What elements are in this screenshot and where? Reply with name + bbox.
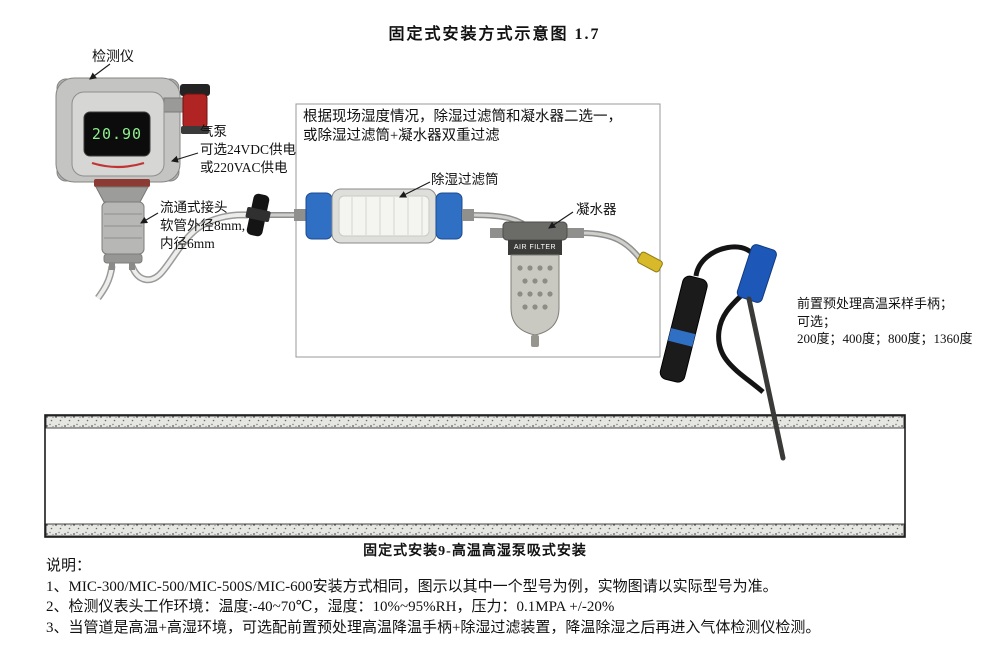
water-trap-label: 凝水器	[576, 202, 617, 217]
pump-label-line: 可选24VDC供电	[200, 142, 297, 157]
humidity-note-line: 或除湿过滤筒+凝水器双重过滤	[303, 128, 500, 144]
handle-label-line: 前置预处理高温采样手柄；	[797, 296, 954, 311]
detector-label: 检测仪	[92, 50, 134, 65]
note-item: 1、MIC-300/MIC-500/MIC-500S/MIC-600安装方式相同…	[46, 578, 778, 595]
pump-label-line: 气泵	[200, 124, 227, 139]
connector-label-line: 流通式接头	[160, 200, 228, 215]
notes-section: 说明： 1、MIC-300/MIC-500/MIC-500S/MIC-600安装…	[46, 556, 820, 638]
figure-caption: 固定式安装9-高温高湿泵吸式安装	[363, 544, 587, 559]
handle-label-line: 200度；400度；800度；1360度	[797, 331, 973, 346]
water-trap-brand-text: AIR FILTER	[513, 244, 557, 251]
notes-heading: 说明：	[46, 558, 92, 574]
note-item: 2、检测仪表头工作环境：温度:-40~70℃，湿度：10%~95%RH，压力：0…	[46, 599, 615, 615]
dehumidifier-filter	[294, 188, 474, 244]
handle-label: 前置预处理高温采样手柄； 可选； 200度；400度；800度；1360度	[797, 295, 973, 348]
handle-label-line: 可选；	[797, 313, 837, 329]
gas-detector	[55, 77, 210, 270]
page-title: 固定式安装方式示意图 1.7	[388, 26, 601, 43]
trap-vent-holes	[517, 265, 553, 310]
inline-connector	[245, 193, 271, 237]
filter-label: 除湿过滤筒	[431, 172, 499, 187]
sensor-housing	[101, 201, 145, 270]
pump-label-line: 或220VAC供电	[200, 160, 288, 175]
connector-label: 流通式接头 软管外径8mm, 内径6mm	[160, 199, 245, 253]
connector-label-line: 软管外径8mm,	[160, 218, 246, 233]
detector-display-value: 20.90	[91, 125, 143, 143]
filter-options-box	[295, 103, 661, 358]
sampling-handle	[637, 244, 786, 461]
humidity-note-line: 根据现场湿度情况，除湿过滤筒和凝水器二选一，	[303, 109, 622, 125]
pipe-duct	[44, 414, 906, 538]
leader-arrows	[89, 63, 574, 229]
note-item: 3、当管道是高温+高湿环境，可选配前置预处理高温降温手柄+除湿过滤装置，降温除湿…	[46, 619, 821, 636]
water-trap	[490, 221, 584, 347]
sampling-probe	[746, 296, 786, 461]
connector-label-line: 内径6mm	[160, 236, 215, 251]
alarm-beacon	[180, 84, 210, 134]
pump-label: 气泵 可选24VDC供电 或220VAC供电	[200, 123, 296, 177]
humidity-note: 根据现场湿度情况，除湿过滤筒和凝水器二选一， 或除湿过滤筒+凝水器双重过滤	[303, 108, 622, 146]
display-screen	[83, 111, 151, 157]
